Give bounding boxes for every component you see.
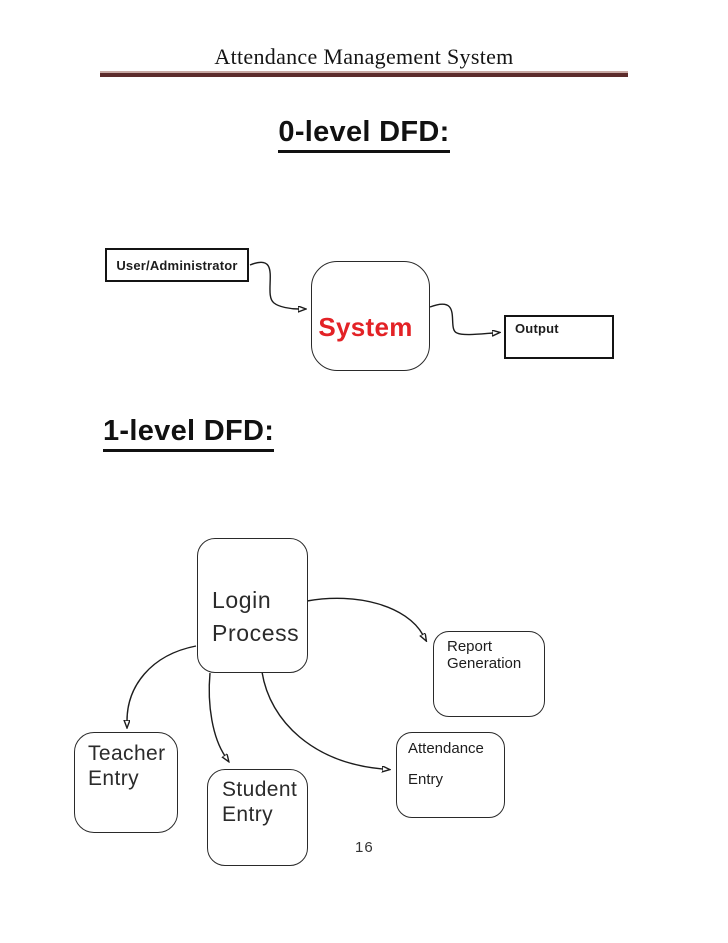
page-number: 16 xyxy=(355,839,374,856)
node-system: System xyxy=(311,261,430,371)
node-label-line: Attendance xyxy=(408,740,484,757)
node-label-line: Login xyxy=(212,587,272,613)
node-label-line: Student xyxy=(222,778,298,801)
node-user-administrator: User/Administrator xyxy=(105,248,249,282)
page-title: Attendance Management System xyxy=(214,44,514,69)
node-label-line: Report xyxy=(447,638,493,655)
arrow-login-to-teacher xyxy=(127,645,197,721)
dfd1-heading: 1-level DFD: xyxy=(103,415,275,452)
arrow-user-to-system xyxy=(249,261,299,309)
node-label: User/Administrator xyxy=(116,257,238,273)
node-teacher-entry: Teacher Entry xyxy=(74,732,178,833)
arrow-login-to-report xyxy=(306,597,423,635)
node-attendance-entry: Attendance Entry xyxy=(396,732,505,818)
title-divider xyxy=(100,71,628,77)
node-report-generation: Report Generation xyxy=(433,631,545,717)
node-login-process: Login Process xyxy=(197,538,308,673)
node-student-entry: Student Entry xyxy=(207,769,308,866)
node-label-line: Generation xyxy=(447,655,522,672)
node-label: Output xyxy=(515,321,559,336)
dfd0-section: 0-level DFD: xyxy=(0,116,728,153)
dfd1-section: 1-level DFD: xyxy=(103,415,275,452)
node-label-line: Entry xyxy=(408,771,444,788)
node-label-line: Entry xyxy=(88,767,140,790)
node-label-line: Process xyxy=(212,620,300,646)
node-label-line: Entry xyxy=(222,803,274,826)
node-output: Output xyxy=(504,315,614,359)
node-label-line: Teacher xyxy=(88,742,166,765)
arrow-system-to-output xyxy=(429,303,493,334)
node-label: System xyxy=(318,312,413,342)
dfd0-heading: 0-level DFD: xyxy=(278,116,450,153)
arrow-login-to-student xyxy=(208,672,225,756)
arrow-login-to-attendance xyxy=(261,671,383,769)
